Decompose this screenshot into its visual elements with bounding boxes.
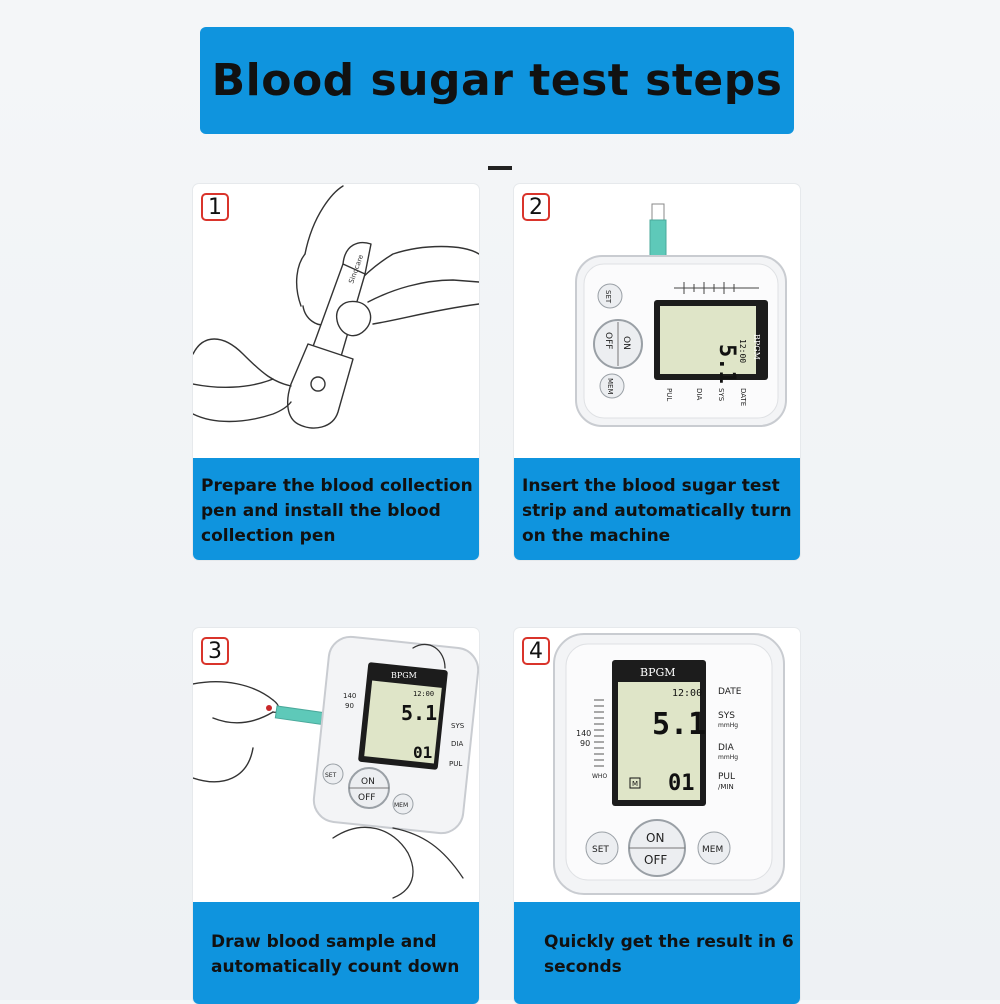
lcd-brand: BPGM <box>391 671 417 680</box>
step-caption: Draw blood sample and automatically coun… <box>193 902 479 1004</box>
lcd-time: 12:00 <box>738 339 747 363</box>
lcd-brand: BPGM <box>640 666 676 679</box>
divider <box>488 166 512 170</box>
step-number-badge: 3 <box>201 637 229 665</box>
lcd-count: 01 <box>668 771 695 796</box>
on-label: ON <box>361 777 375 787</box>
off-label: OFF <box>603 332 613 349</box>
step-number-badge: 2 <box>522 193 550 221</box>
scale-low: 90 <box>580 739 590 748</box>
lcd-time: 12:00 <box>672 688 702 699</box>
lcd-reading: 5.1 <box>401 701 437 725</box>
sys-label: SYS <box>451 722 465 730</box>
dia-label: DIA <box>718 743 735 753</box>
dia-label: DIA <box>451 740 463 748</box>
step-card-2: BPGM 5.1 12:00 ON OFF SET MEM PUL DIA SY… <box>514 184 800 560</box>
step-card-1: Sinocare 1 Prepare the blood collection … <box>193 184 479 560</box>
scale-high: 140 <box>576 729 591 738</box>
dia-unit: mmHg <box>718 754 738 761</box>
set-label: SET <box>604 290 612 304</box>
date-label: DATE <box>739 388 747 406</box>
mem-label: MEM <box>394 802 408 809</box>
step-card-3: BPGM 5.1 12:00 01 SYS DIA PUL 140 90 ON … <box>193 628 479 1004</box>
lcd-count: 01 <box>413 743 432 762</box>
sys-label: SYS <box>718 711 735 721</box>
step-caption: Quickly get the result in 6 seconds <box>514 902 800 1004</box>
lancet-pen-illustration: Sinocare <box>193 185 479 429</box>
lcd-brand: BPGM <box>752 334 761 360</box>
dia-label: DIA <box>695 388 703 400</box>
monitor-strip-illustration: BPGM 5.1 12:00 ON OFF SET MEM PUL DIA SY… <box>575 203 787 427</box>
date-label: DATE <box>718 687 742 697</box>
lcd-reading: 5.1 <box>714 344 739 384</box>
step-number-badge: 1 <box>201 193 229 221</box>
step-card-4: BPGM 12:00 5.1 01 M 140 90 WHO DATE SYS … <box>514 628 800 1004</box>
page-title: Blood sugar test steps <box>211 55 783 106</box>
on-label: ON <box>646 831 664 845</box>
blood-sample-illustration: BPGM 5.1 12:00 01 SYS DIA PUL 140 90 ON … <box>193 635 479 899</box>
scale-low: 90 <box>345 702 354 710</box>
mem-label: MEM <box>606 378 614 395</box>
set-label: SET <box>325 772 337 779</box>
pul-label: PUL <box>449 760 462 768</box>
lcd-reading: 5.1 <box>652 707 706 742</box>
pul-label: PUL <box>665 388 673 401</box>
step-caption: Prepare the blood collection pen and ins… <box>193 458 479 560</box>
mem-label: MEM <box>702 845 723 855</box>
step-caption: Insert the blood sugar test strip and au… <box>514 458 800 560</box>
off-label: OFF <box>358 793 375 803</box>
title-banner: Blood sugar test steps <box>200 27 794 134</box>
lcd-time: 12:00 <box>413 690 434 698</box>
pul-unit: /MIN <box>718 783 734 791</box>
sys-unit: mmHg <box>718 722 738 729</box>
set-label: SET <box>592 845 609 855</box>
pul-label: PUL <box>718 772 735 782</box>
on-label: ON <box>621 336 631 350</box>
step-number-badge: 4 <box>522 637 550 665</box>
scale-high: 140 <box>343 692 356 700</box>
off-label: OFF <box>644 853 667 867</box>
sys-label: SYS <box>717 388 725 402</box>
scale-who: WHO <box>592 773 607 780</box>
lcd-mem-indicator: M <box>632 780 638 788</box>
result-monitor-illustration: BPGM 12:00 5.1 01 M 140 90 WHO DATE SYS … <box>553 633 785 895</box>
